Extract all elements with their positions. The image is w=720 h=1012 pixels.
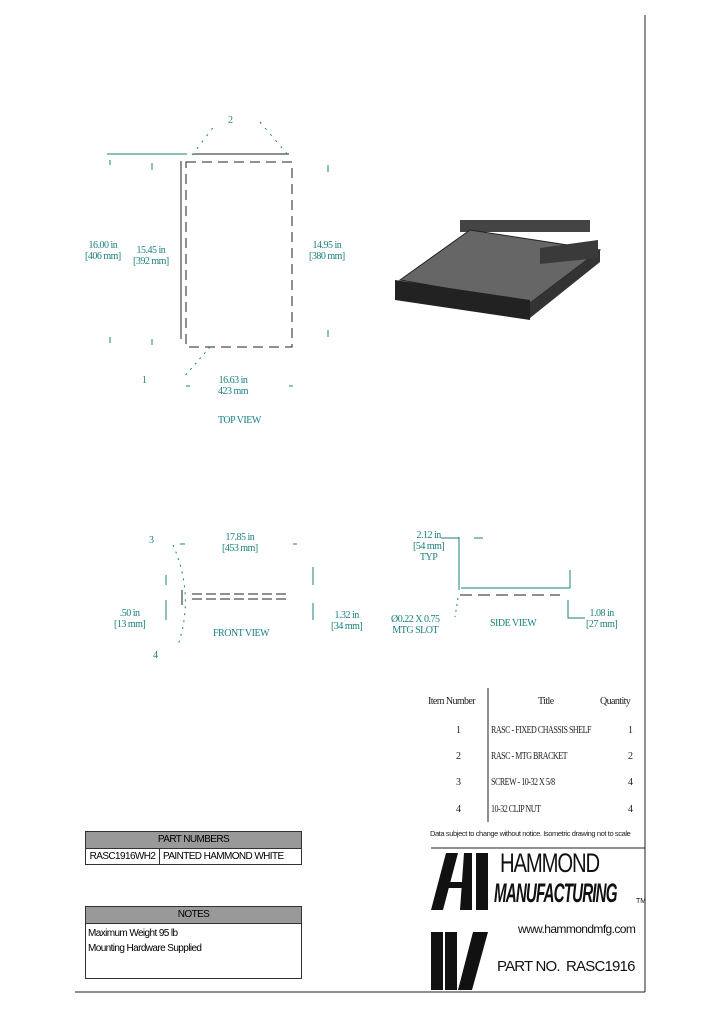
company-name-line1: HAMMOND xyxy=(500,848,600,878)
bom-header-item: Item Number xyxy=(428,696,476,707)
balloon-item-4: 4 xyxy=(153,650,158,661)
bom-header-title: Title xyxy=(538,696,554,707)
part-numbers-header: PART NUMBERS xyxy=(86,832,301,849)
dim-mm: [34 mm] xyxy=(331,621,363,632)
side-view-label: SIDE VIEW xyxy=(490,618,537,629)
dim-front-left: .50 in[13 mm] xyxy=(114,608,146,630)
dim-in: 1.08 in xyxy=(589,608,614,619)
dim-in: 16.63 in xyxy=(218,375,248,386)
bom-row-2-qty: 2 xyxy=(628,751,633,762)
balloon-item-3: 3 xyxy=(149,535,154,546)
dim-side-right: 1.08 in[27 mm] xyxy=(586,608,618,630)
isometric-shelf-image xyxy=(395,220,602,320)
bom-row-1-title: RASC - FIXED CHASSIS SHELF xyxy=(491,725,591,736)
note-line: Maximum Weight 95 lb xyxy=(88,928,178,939)
part-no-value: RASC1916 xyxy=(566,958,635,975)
company-name-line2: MANUFACTURING xyxy=(494,878,617,908)
notes-box: NOTES Maximum Weight 95 lb Mounting Hard… xyxy=(85,906,302,979)
top-view-label: TOP VIEW xyxy=(218,415,261,426)
bom-row-2-title: RASC - MTG BRACKET xyxy=(491,751,568,762)
dim-in: 1.32 in xyxy=(334,610,359,621)
part-numbers-table: PART NUMBERS RASC1916WH2 PAINTED HAMMOND… xyxy=(85,831,302,865)
note-line: Mounting Hardware Supplied xyxy=(88,943,202,954)
side-view-drawing xyxy=(441,537,585,619)
top-view-drawing xyxy=(107,121,329,387)
part-description: PAINTED HAMMOND WHITE xyxy=(163,851,284,862)
dim-front-width: 17.85 in[453 mm] xyxy=(222,532,258,554)
bom-header-qty: Quantity xyxy=(600,696,631,707)
hammond-logo-mark xyxy=(431,853,488,990)
disclaimer: Data subject to change without notice. I… xyxy=(430,829,631,838)
dim-mm: 423 mm xyxy=(218,386,249,397)
balloon-item-1: 1 xyxy=(142,375,147,386)
dim-side-top: 2.12 in[54 mm]TYP xyxy=(413,530,445,563)
dim-note: TYP xyxy=(419,552,438,563)
dim-in: 15.45 in xyxy=(136,245,166,256)
bom-row-3-item: 3 xyxy=(456,777,461,788)
dim-front-height: 1.32 in[34 mm] xyxy=(331,610,363,632)
bom-row-4-title: 10-32 CLIP NUT xyxy=(491,804,541,815)
trademark: TM xyxy=(636,898,647,905)
dim-mm: [406 mm] xyxy=(85,251,121,262)
slot-label: MTG SLOT xyxy=(392,625,439,636)
bom-row-3-title: SCREW - 10-32 X 5/8 xyxy=(491,777,555,788)
dim-inner-depth: 15.45 in[392 mm] xyxy=(133,245,169,267)
front-view-label: FRONT VIEW xyxy=(213,628,270,639)
dim-right-depth: 14.95 in[380 mm] xyxy=(309,240,345,262)
dim-in: 14.95 in xyxy=(312,240,342,251)
bom-row-4-item: 4 xyxy=(456,804,461,815)
dim-overall-depth: 16.00 in[406 mm] xyxy=(85,240,121,262)
bom-row-2-item: 2 xyxy=(456,751,461,762)
bom-row-1-qty: 1 xyxy=(628,725,633,736)
balloon-item-2: 2 xyxy=(228,115,233,126)
dim-in: 2.12 in xyxy=(416,530,441,541)
notes-header: NOTES xyxy=(86,907,301,924)
dim-in: 17.85 in xyxy=(225,532,255,543)
part-number-row: RASC1916WH2 PAINTED HAMMOND WHITE xyxy=(86,849,301,864)
bom-row-4-qty: 4 xyxy=(628,804,633,815)
dim-mm: [392 mm] xyxy=(133,256,169,267)
part-number: RASC1916WH2 xyxy=(86,849,160,864)
dim-mm: [54 mm] xyxy=(413,541,445,552)
dim-mm: [453 mm] xyxy=(222,543,258,554)
dim-in: 16.00 in xyxy=(88,240,118,251)
part-no-label: PART NO. xyxy=(497,958,561,975)
front-view-drawing xyxy=(165,543,314,646)
slot-size: Ø0.22 X 0.75 xyxy=(391,614,440,625)
dim-mm: [13 mm] xyxy=(114,619,146,630)
website: www.hammondmfg.com xyxy=(518,922,636,936)
bom-row-3-qty: 4 xyxy=(628,777,633,788)
bom-row-1-item: 1 xyxy=(456,725,461,736)
dim-in: .50 in xyxy=(119,608,140,619)
dim-mm: [380 mm] xyxy=(309,251,345,262)
dim-mm: [27 mm] xyxy=(586,619,618,630)
